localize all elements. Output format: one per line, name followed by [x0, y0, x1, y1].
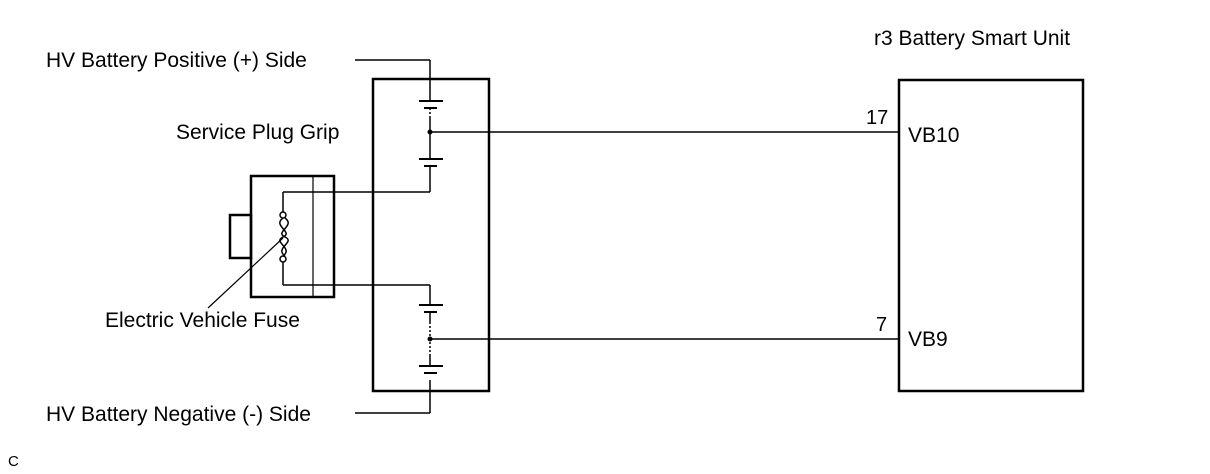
service-plug-grip — [228, 174, 336, 299]
pin-vb9-label: VB9 — [908, 328, 948, 351]
pin-vb10-label: VB10 — [908, 124, 959, 147]
lower-battery-cells — [419, 285, 443, 374]
fuse-leader-line — [207, 237, 284, 309]
hv-negative-wire — [355, 380, 431, 414]
hv-negative-label: HV Battery Negative (-) Side — [46, 403, 311, 426]
hv-positive-label: HV Battery Positive (+) Side — [46, 49, 307, 72]
plug-internal-wiring — [282, 191, 430, 286]
corner-mark: C — [8, 453, 19, 470]
upper-battery-cells — [419, 100, 443, 192]
battery-smart-unit-box — [897, 78, 1085, 393]
pin-7-number: 7 — [876, 314, 887, 336]
electric-vehicle-fuse-label: Electric Vehicle Fuse — [105, 309, 300, 332]
service-plug-grip-label: Service Plug Grip — [176, 121, 339, 144]
pin-17-number: 17 — [866, 107, 888, 129]
service-plug-box — [371, 77, 491, 393]
electric-vehicle-fuse-symbol — [279, 211, 289, 263]
battery-smart-unit-label: r3 Battery Smart Unit — [874, 27, 1070, 50]
